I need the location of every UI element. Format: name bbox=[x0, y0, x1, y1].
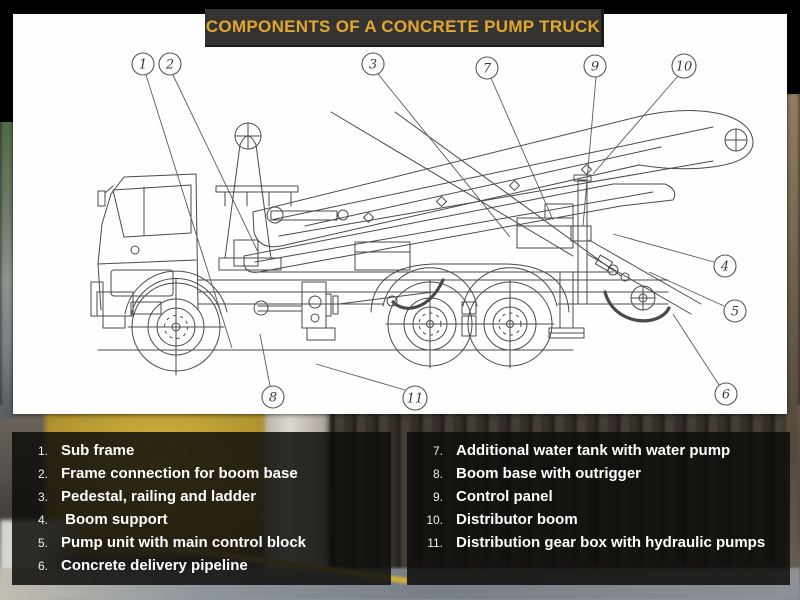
svg-text:2: 2 bbox=[165, 58, 174, 73]
callout-labels: 1 2 3 7 9 10 4 5 6 8 11 bbox=[131, 52, 747, 411]
legend-item-label: Sub frame bbox=[61, 442, 135, 459]
callout-2: 2 bbox=[158, 52, 259, 253]
legend-item: 11. Distribution gear box with hydraulic… bbox=[407, 534, 790, 557]
callout-6: 6 bbox=[672, 313, 738, 406]
callout-4: 4 bbox=[612, 233, 737, 278]
legend-item: 4. Boom support bbox=[12, 511, 391, 534]
svg-text:8: 8 bbox=[269, 391, 277, 406]
legend-item-number: 9. bbox=[432, 490, 443, 504]
truck-cab bbox=[90, 173, 199, 329]
svg-text:9: 9 bbox=[591, 60, 599, 75]
legend-item-number: 4. bbox=[37, 513, 48, 527]
legend-item: 10. Distributor boom bbox=[407, 511, 790, 534]
legend-item: 8. Boom base with outrigger bbox=[407, 465, 790, 488]
rear-assembly bbox=[548, 239, 702, 339]
legend-item-number: 3. bbox=[37, 490, 48, 504]
callout-8: 8 bbox=[259, 333, 285, 409]
legend-right-panel: 7. Additional water tank with water pump… bbox=[407, 432, 790, 585]
svg-text:7: 7 bbox=[483, 62, 492, 77]
legend-item: 5. Pump unit with main control block bbox=[12, 534, 391, 557]
callout-10: 10 bbox=[592, 53, 697, 175]
legend-item-number: 1. bbox=[37, 444, 48, 458]
chassis-sub-frame bbox=[197, 271, 669, 305]
svg-text:4: 4 bbox=[720, 260, 729, 275]
legend-item-number: 10. bbox=[426, 513, 443, 527]
legend-item-label: Additional water tank with water pump bbox=[456, 442, 731, 459]
svg-text:11: 11 bbox=[407, 392, 424, 407]
photo-left-strip bbox=[0, 118, 15, 418]
front-wheel bbox=[124, 270, 228, 376]
legend-item: 2. Frame connection for boom base bbox=[12, 465, 391, 488]
legend-item-number: 8. bbox=[432, 467, 443, 481]
svg-text:3: 3 bbox=[369, 58, 377, 73]
callout-7: 7 bbox=[475, 56, 554, 221]
distribution-gear-box bbox=[253, 278, 445, 341]
legend-item: 1. Sub frame bbox=[12, 442, 391, 465]
pump-truck-diagram: 1 2 3 7 9 10 4 5 6 8 11 bbox=[90, 52, 754, 411]
distributor-boom bbox=[243, 109, 754, 277]
truck-drawing bbox=[90, 109, 754, 376]
legend-item-label: Concrete delivery pipeline bbox=[61, 557, 248, 574]
top-right-black bbox=[785, 0, 800, 94]
pedestal-and-boom-base bbox=[215, 122, 349, 271]
legend-item-label: Control panel bbox=[456, 488, 553, 505]
callout-9: 9 bbox=[582, 54, 607, 227]
callout-5: 5 bbox=[648, 271, 747, 323]
legend-item-number: 7. bbox=[432, 444, 443, 458]
water-tank bbox=[516, 203, 574, 249]
rear-wheels bbox=[370, 263, 570, 369]
svg-text:6: 6 bbox=[722, 388, 730, 403]
legend-item-number: 6. bbox=[37, 559, 48, 573]
legend-item-label: Pump unit with main control block bbox=[61, 534, 307, 551]
legend-item-label: Distribution gear box with hydraulic pum… bbox=[456, 534, 766, 551]
legend-item-number: 11. bbox=[427, 536, 443, 550]
callout-1: 1 bbox=[131, 52, 233, 349]
svg-text:10: 10 bbox=[676, 60, 693, 75]
legend-item: 9. Control panel bbox=[407, 488, 790, 511]
control-panel-post bbox=[570, 174, 592, 305]
diagram-panel: 1 2 3 7 9 10 4 5 6 8 11 bbox=[13, 14, 787, 414]
legend-item: 7. Additional water tank with water pump bbox=[407, 442, 790, 465]
legend-item-label: Pedestal, railing and ladder bbox=[61, 488, 257, 505]
svg-text:1: 1 bbox=[139, 58, 147, 73]
page-title: COMPONENTS OF A CONCRETE PUMP TRUCK bbox=[205, 17, 601, 36]
legend-item-label: Frame connection for boom base bbox=[61, 465, 298, 482]
legend-item: 3. Pedestal, railing and ladder bbox=[12, 488, 391, 511]
legend-item-number: 2. bbox=[37, 467, 48, 481]
legend-item: 6. Concrete delivery pipeline bbox=[12, 557, 391, 580]
legend-item-label: Distributor boom bbox=[456, 511, 578, 528]
svg-text:5: 5 bbox=[731, 305, 739, 320]
legend-item-number: 5. bbox=[37, 536, 48, 550]
legend-left-panel: 1. Sub frame 2. Frame connection for boo… bbox=[12, 432, 391, 585]
callout-11: 11 bbox=[315, 363, 428, 411]
title-bar: COMPONENTS OF A CONCRETE PUMP TRUCK bbox=[205, 9, 604, 47]
legend-item-label: Boom support bbox=[61, 511, 168, 528]
legend-item-label: Boom base with outrigger bbox=[456, 465, 642, 482]
top-left-black bbox=[0, 0, 15, 122]
pump-unit bbox=[354, 241, 411, 271]
callout-3: 3 bbox=[361, 52, 511, 238]
